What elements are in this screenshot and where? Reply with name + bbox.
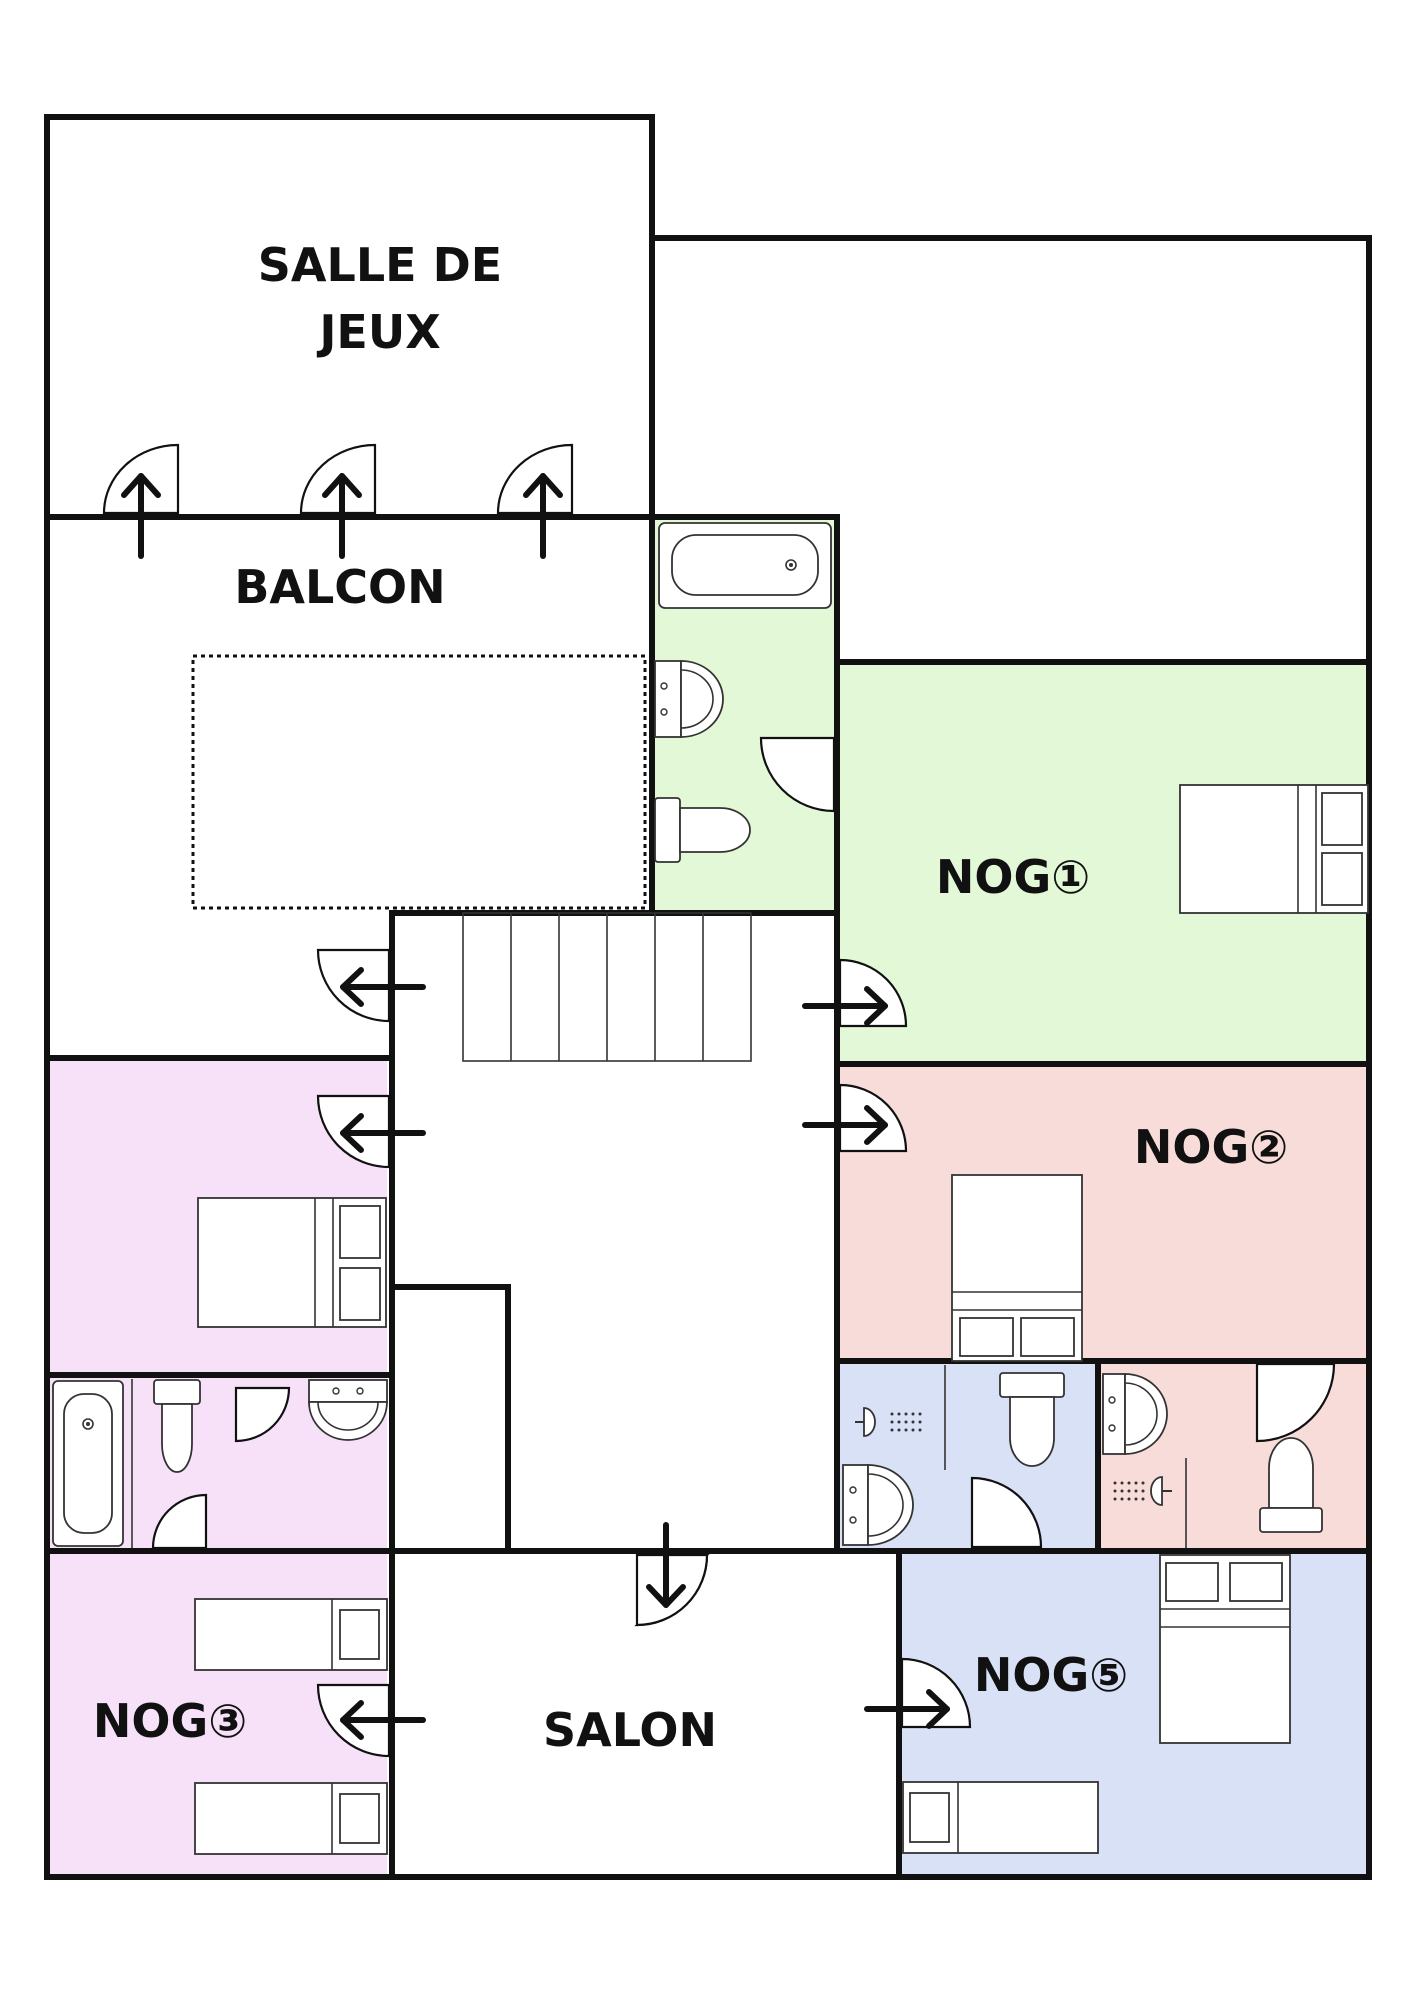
toilet-icon: [1259, 1437, 1323, 1533]
door-icon: [151, 1493, 208, 1550]
bathtub-icon: [658, 522, 832, 609]
balcony-label: BALCON: [234, 560, 445, 614]
door-icon: [970, 1476, 1043, 1549]
sink-icon: [1102, 1373, 1168, 1455]
arrow-icon: [322, 473, 362, 559]
bed-icon: [1159, 1554, 1291, 1744]
arrows: [121, 473, 950, 1740]
bedroom-2-label: NOG②: [1134, 1120, 1288, 1174]
arrow-icon: [340, 1700, 426, 1740]
toilet-icon: [654, 797, 751, 863]
door-icon: [1255, 1362, 1336, 1443]
bedroom-2-fill: [839, 1066, 1369, 1361]
arrow-icon: [121, 473, 161, 559]
arrow-icon: [646, 1522, 686, 1608]
arrow-icon: [523, 473, 563, 559]
bed-icon: [194, 1598, 388, 1671]
shower-icon: [855, 1407, 922, 1437]
bedroom-5-label: NOG⑤: [974, 1648, 1128, 1702]
door-icon: [234, 1386, 291, 1443]
games-room-label-line1: SALLE DE: [258, 238, 502, 292]
bed-icon: [1179, 784, 1369, 914]
balcony-void-outline: [191, 654, 647, 910]
arrow-icon: [340, 967, 426, 1007]
sink-icon: [654, 660, 724, 738]
doors: [102, 443, 1336, 1758]
bathtub-icon: [52, 1380, 124, 1547]
sink-icon: [308, 1379, 388, 1441]
walls: [44, 114, 1372, 1880]
bedroom-3-label: NOG③: [93, 1694, 247, 1748]
sink-icon: [842, 1464, 914, 1546]
toilet-icon: [999, 1372, 1065, 1467]
stairs-icon: [462, 912, 752, 1062]
bed-icon: [197, 1197, 387, 1328]
shower-icon: [1113, 1476, 1172, 1506]
door-icon: [496, 443, 574, 515]
living-room-label: SALON: [543, 1703, 717, 1757]
door-icon: [838, 1083, 908, 1153]
toilet-icon: [153, 1379, 201, 1473]
bed-icon: [951, 1174, 1083, 1362]
bedroom-1-label: NOG①: [936, 850, 1090, 904]
arrow-icon: [802, 1105, 888, 1145]
arrow-icon: [340, 1113, 426, 1153]
bed-icon: [194, 1782, 388, 1855]
door-icon: [759, 736, 836, 813]
games-room-label-line2: JEUX: [316, 305, 440, 359]
door-icon: [635, 1553, 709, 1627]
bed-icon: [902, 1781, 1099, 1854]
arrow-icon: [864, 1689, 950, 1729]
arrow-icon: [802, 986, 888, 1026]
